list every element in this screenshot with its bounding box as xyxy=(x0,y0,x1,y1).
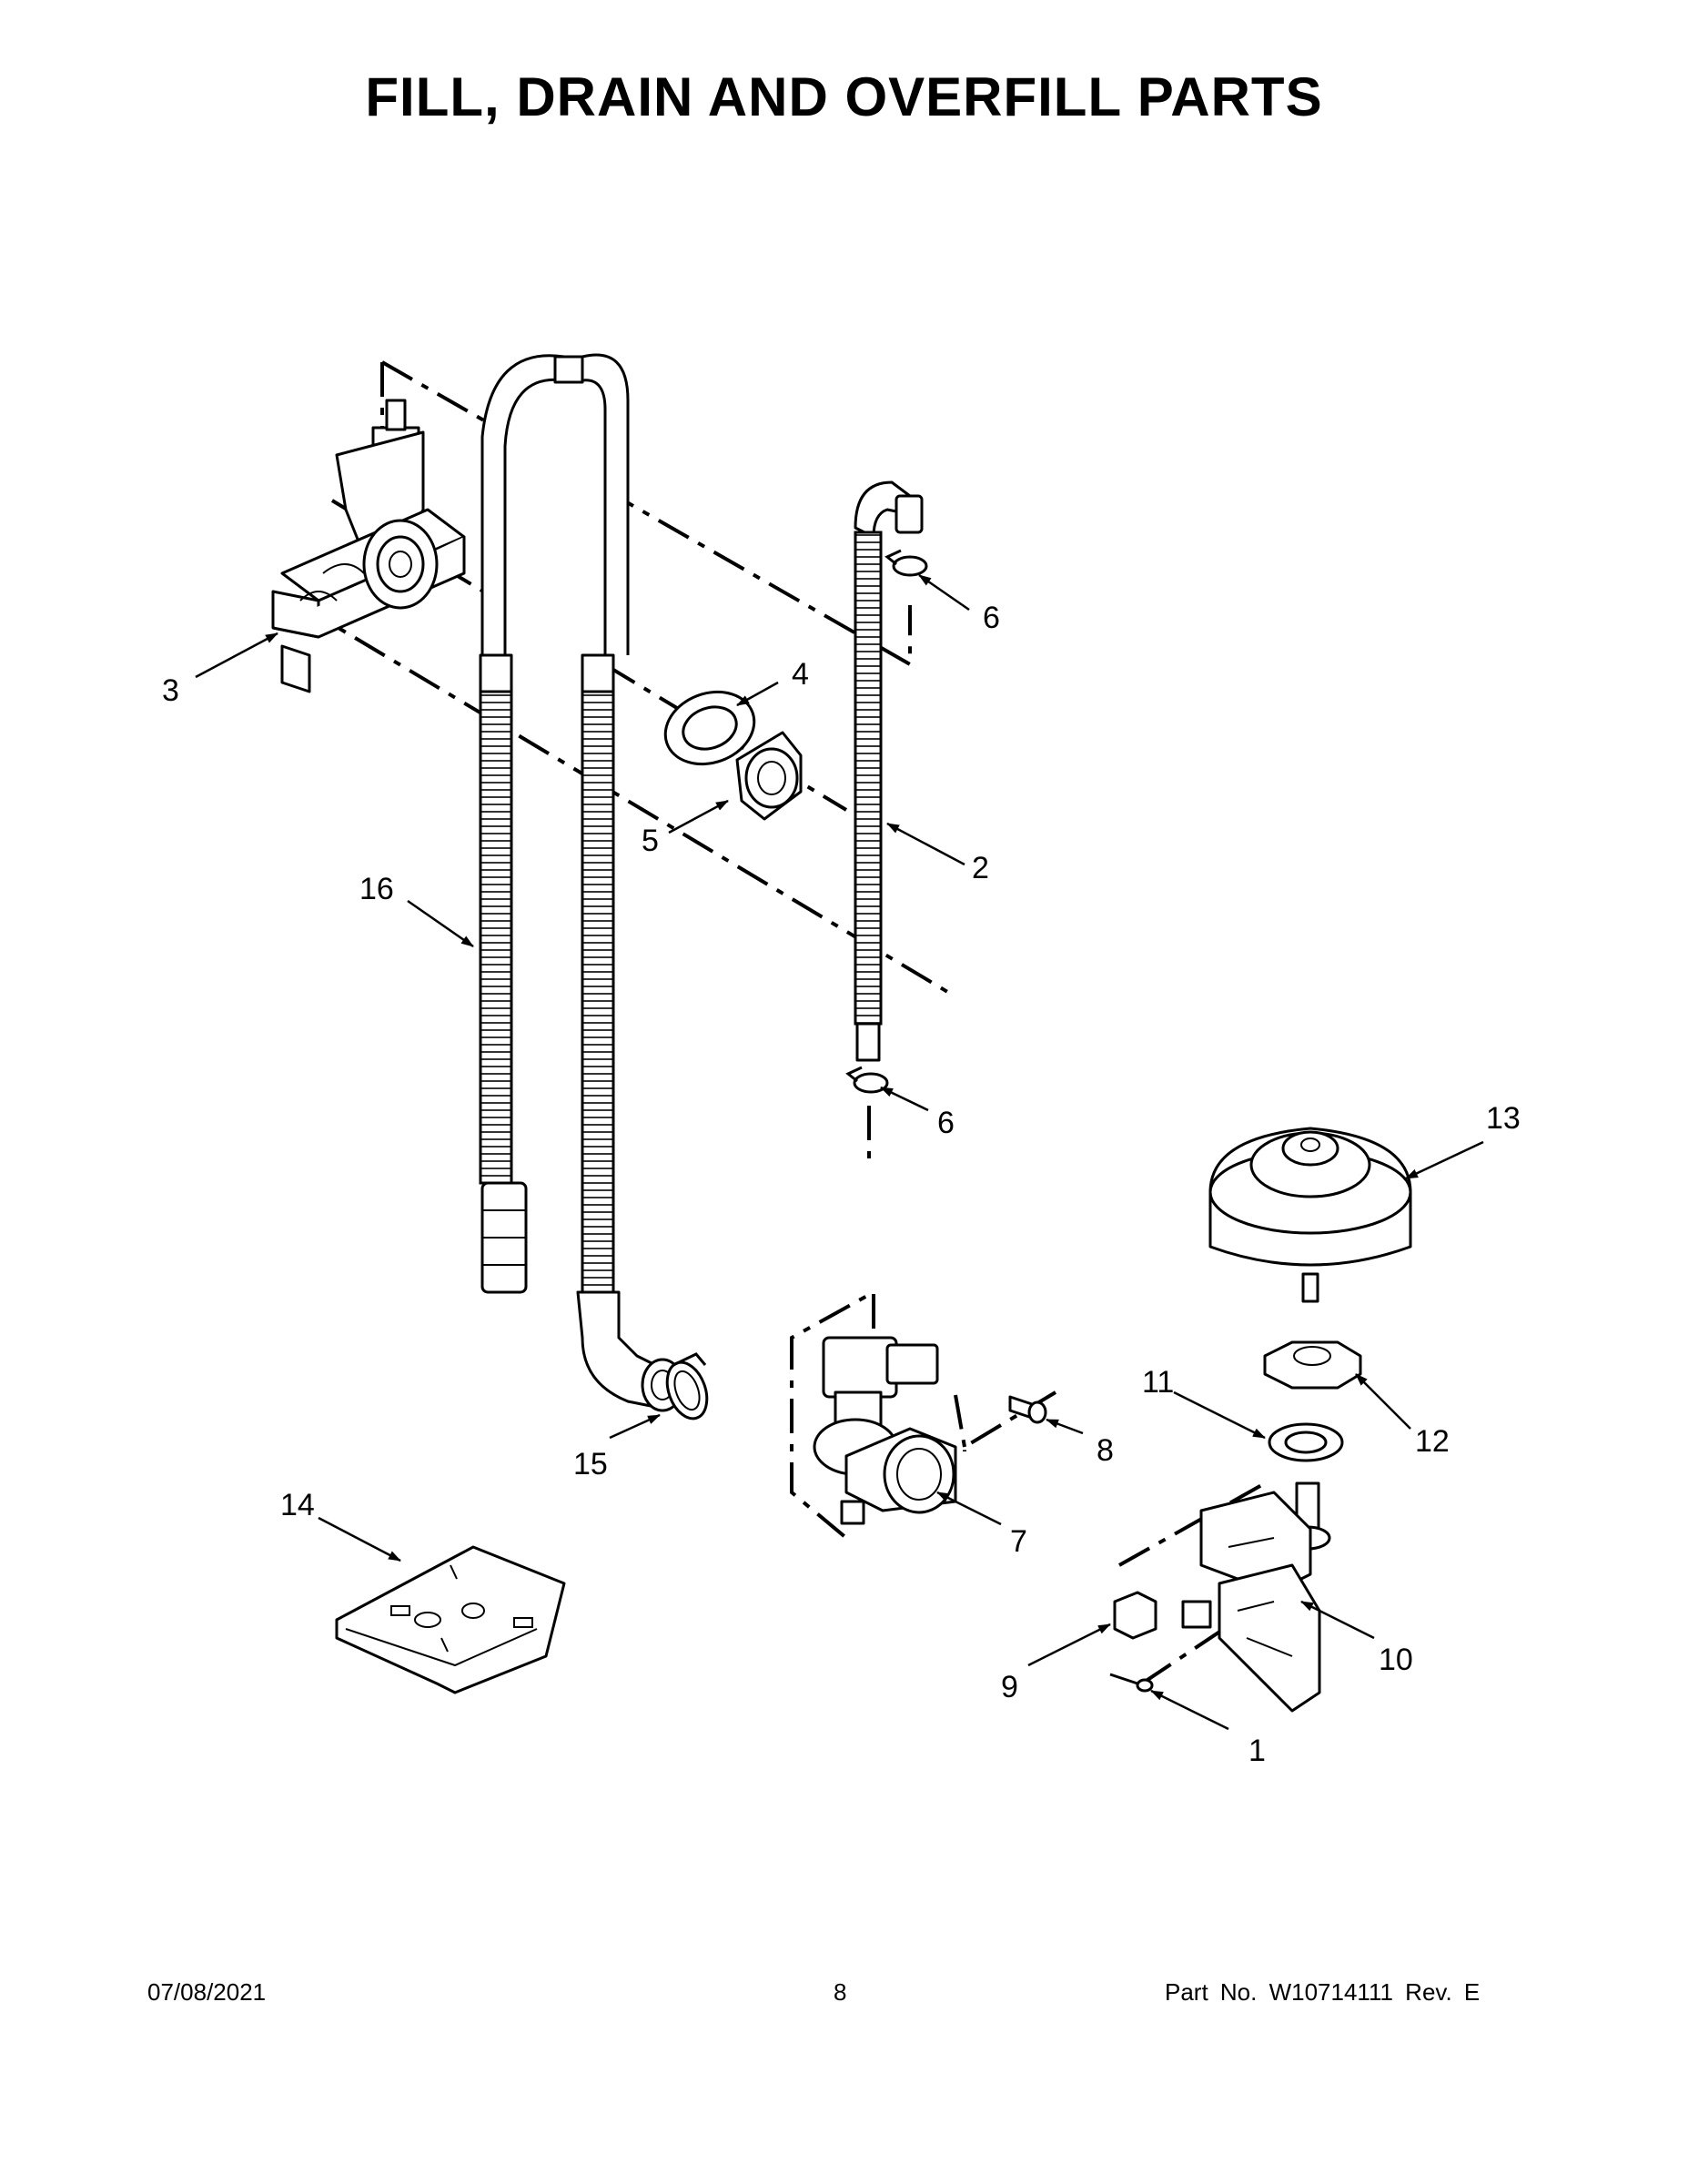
callout-12: 12 xyxy=(1415,1424,1450,1459)
small-clamp-top-part xyxy=(884,549,928,577)
callout-16: 16 xyxy=(359,872,394,906)
callout-5: 5 xyxy=(642,824,659,858)
callout-13: 13 xyxy=(1486,1101,1521,1136)
callout-7: 7 xyxy=(1010,1524,1027,1559)
footer-part-number: Part No. W10714111 Rev. E xyxy=(1165,1978,1481,2006)
callout-2: 2 xyxy=(972,851,989,885)
callout-10: 10 xyxy=(1379,1643,1413,1677)
callout-1: 1 xyxy=(1248,1734,1266,1768)
callout-11: 11 xyxy=(1142,1365,1174,1400)
vent-air-gap-part xyxy=(271,399,466,693)
callout-arrows xyxy=(195,573,1484,1731)
small-clamp-bottom-part xyxy=(845,1066,889,1094)
page-title: FILL, DRAIN AND OVERFILL PARTS xyxy=(365,66,1323,127)
fill-hose-part xyxy=(854,480,924,1062)
float-switch-bracket-part xyxy=(1181,1481,1331,1713)
float-part xyxy=(1208,1127,1412,1303)
callout-8: 8 xyxy=(1097,1433,1114,1468)
hex-nut-part xyxy=(735,731,803,821)
callout-15: 15 xyxy=(573,1447,608,1481)
callout-6-top: 6 xyxy=(983,601,1000,635)
switch-part xyxy=(1113,1591,1157,1640)
screw-part xyxy=(1008,1395,1047,1424)
footer-date: 07/08/2021 xyxy=(147,1978,267,2006)
washer-part xyxy=(1268,1422,1344,1462)
callout-9: 9 xyxy=(1001,1670,1018,1704)
footer-page-number: 8 xyxy=(834,1978,847,2006)
callout-3: 3 xyxy=(162,673,179,708)
drain-hose-part xyxy=(479,353,684,1412)
water-valve-part xyxy=(813,1336,957,1525)
gasket-part xyxy=(663,690,756,766)
callout-4: 4 xyxy=(792,657,809,692)
hose-clamp-part xyxy=(665,1352,709,1421)
parts-bag-part xyxy=(335,1545,566,1694)
wire-screw-part xyxy=(1109,1673,1154,1693)
callout-6-bottom: 6 xyxy=(937,1106,955,1140)
callout-labels: 3 4 5 6 2 6 16 15 7 8 13 11 12 10 9 1 14 xyxy=(162,601,1521,1768)
float-nut-part xyxy=(1263,1340,1362,1390)
callout-14: 14 xyxy=(280,1488,315,1522)
